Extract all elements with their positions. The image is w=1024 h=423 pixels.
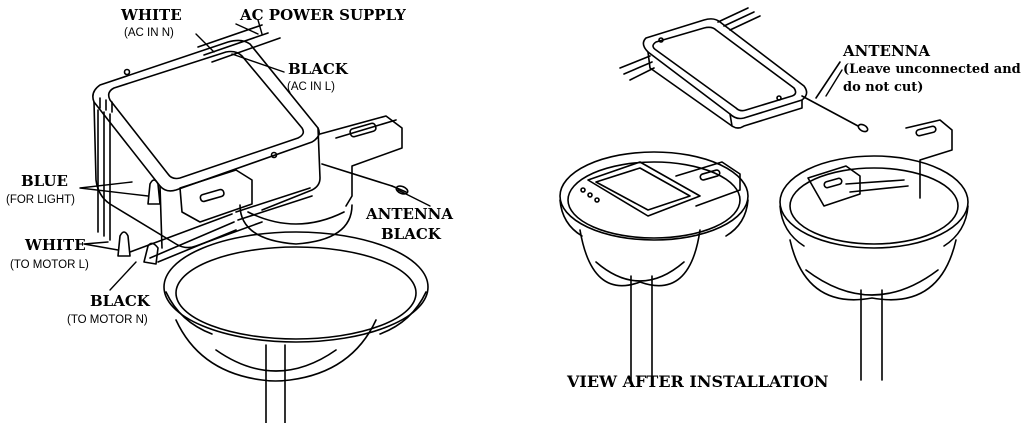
leader-lines	[79, 19, 843, 291]
label-ac-in-n: (AC IN N)	[124, 27, 174, 39]
label-antenna-black-1: ANTENNA	[366, 205, 454, 223]
label-view-after-installation: VIEW AFTER INSTALLATION	[567, 372, 829, 391]
label-antenna: ANTENNA	[843, 42, 931, 60]
left-assembly	[92, 24, 429, 423]
installed-canopy-right	[779, 119, 969, 381]
label-blue: BLUE	[21, 172, 68, 190]
label-black-motor: BLACK	[90, 292, 150, 310]
label-antenna-note-2: do not cut)	[843, 80, 924, 95]
label-antenna-black-2: BLACK	[381, 225, 441, 243]
right-receiver	[619, 7, 869, 133]
label-ac-in-l: (AC IN L)	[287, 81, 335, 93]
label-black-ac: BLACK	[288, 60, 348, 78]
label-to-motor-l: (TO MOTOR L)	[10, 259, 89, 271]
label-for-light: (FOR LIGHT)	[6, 194, 75, 206]
installed-canopy-left	[559, 151, 749, 381]
label-to-motor-n: (TO MOTOR N)	[67, 314, 148, 326]
label-white-ac: WHITE	[121, 6, 182, 24]
label-white-motor: WHITE	[25, 236, 86, 254]
label-antenna-note-1: (Leave unconnected and	[843, 62, 1021, 77]
label-ac-power-supply: AC POWER SUPPLY	[240, 6, 406, 24]
